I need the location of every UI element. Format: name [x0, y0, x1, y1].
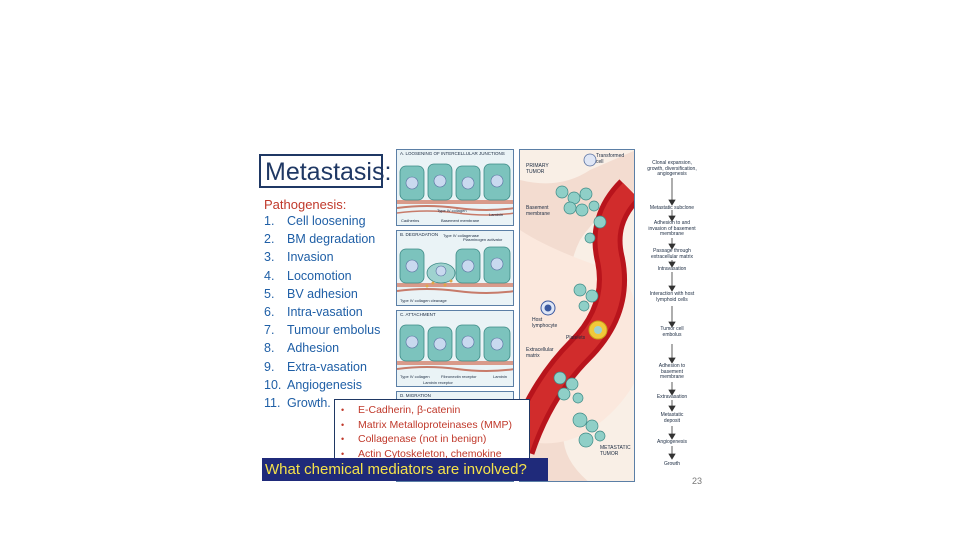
panel-caption: A. LOOSENING OF INTERCELLULAR JUNCTIONS — [400, 151, 505, 156]
list-item: 4.Locomotion — [264, 267, 380, 285]
list-item: •Matrix Metalloproteinases (MMP) — [341, 418, 529, 433]
panel-degradation: B. DEGRADATION Type IV collagenase Plasm… — [396, 230, 514, 306]
panel-label: Plasminogen activator — [463, 237, 502, 242]
flow-step: Tumor cell embolus — [660, 327, 683, 338]
pathogenesis-list: 1.Cell loosening 2.BM degradation 3.Inva… — [264, 212, 380, 412]
list-item: 2.BM degradation — [264, 230, 380, 248]
pathogenesis-heading: Pathogenesis: — [264, 197, 346, 212]
metastasis-diagram: PRIMARY TUMOR Basement membrane Transfor… — [519, 149, 635, 482]
panel-attachment: C. ATTACHMENT Type IV collagen Fibronect… — [396, 310, 514, 387]
panel-label: Cadherins — [401, 218, 419, 223]
list-item: 9.Extra-vasation — [264, 358, 380, 376]
panel-label: Type IV collagen cleavage — [400, 298, 447, 303]
slide-title: Metastasis: — [265, 158, 391, 187]
diagram-label-metastatic-tumor: METASTATIC TUMOR — [600, 446, 631, 457]
mediators-box: •E-Cadherin, β-catenin •Matrix Metallopr… — [334, 399, 530, 465]
panel-label: Laminin — [489, 212, 503, 217]
list-item: •Collagenase (not in benign) — [341, 432, 529, 447]
list-item: 8.Adhesion — [264, 339, 380, 357]
list-item: 3.Invasion — [264, 248, 380, 266]
question-banner: What chemical mediators are involved? — [262, 458, 548, 481]
flow-step: Metastatic deposit — [661, 413, 684, 424]
panel-caption: B. DEGRADATION — [400, 232, 438, 237]
flow-step: Adhesion to and invasion of basement mem… — [648, 221, 695, 238]
flow-step: Passage through extracellular matrix — [651, 249, 693, 260]
panel-label: Laminin — [493, 374, 507, 379]
flow-step: Extravasation — [657, 395, 687, 401]
panel-label: Type IV collagen — [437, 208, 467, 213]
vessel-illustration — [520, 150, 635, 482]
panel-caption: C. ATTACHMENT — [400, 312, 436, 317]
diagram-label-extracellular-matrix: Extracellular matrix — [526, 348, 554, 359]
flow-step: Intravasation — [658, 267, 687, 273]
panel-caption: D. MIGRATION — [400, 393, 431, 398]
degradation-illustration — [397, 231, 514, 306]
title-box: Metastasis: — [259, 154, 383, 188]
flow-step: Adhesion to basement membrane — [659, 364, 685, 381]
panel-label: Type IV collagen — [400, 374, 430, 379]
panel-label: Basement membrane — [441, 218, 479, 223]
diagram-label-host-lymphocyte: Host lymphocyte — [532, 318, 557, 329]
panel-label: Fibronectin receptor — [441, 374, 477, 379]
diagram-label-basement-membrane: Basement membrane — [526, 206, 550, 217]
list-item: 7.Tumour embolus — [264, 321, 380, 339]
list-item: •E-Cadherin, β-catenin — [341, 403, 529, 418]
panel-loosening: A. LOOSENING OF INTERCELLULAR JUNCTIONS … — [396, 149, 514, 226]
list-item: 5.BV adhesion — [264, 285, 380, 303]
slide-number: 23 — [692, 476, 702, 486]
flow-step: Interaction with host lymphoid cells — [650, 292, 694, 303]
list-item: 1.Cell loosening — [264, 212, 380, 230]
diagram-label-platelets: Platelets — [566, 336, 585, 342]
flow-step: Growth — [664, 462, 680, 468]
list-item: 6.Intra-vasation — [264, 303, 380, 321]
diagram-label-primary-tumor: PRIMARY TUMOR — [526, 164, 549, 175]
list-item: 10.Angiogenesis — [264, 376, 380, 394]
diagram-label-transformed-cell: Transformed cell — [596, 154, 624, 165]
flow-step: Clonal expansion, growth, diversificatio… — [647, 161, 696, 178]
flow-step: Metastatic subclone — [650, 206, 694, 212]
panel-label: Laminin receptor — [423, 380, 453, 385]
flow-step: Angiogenesis — [657, 440, 687, 446]
